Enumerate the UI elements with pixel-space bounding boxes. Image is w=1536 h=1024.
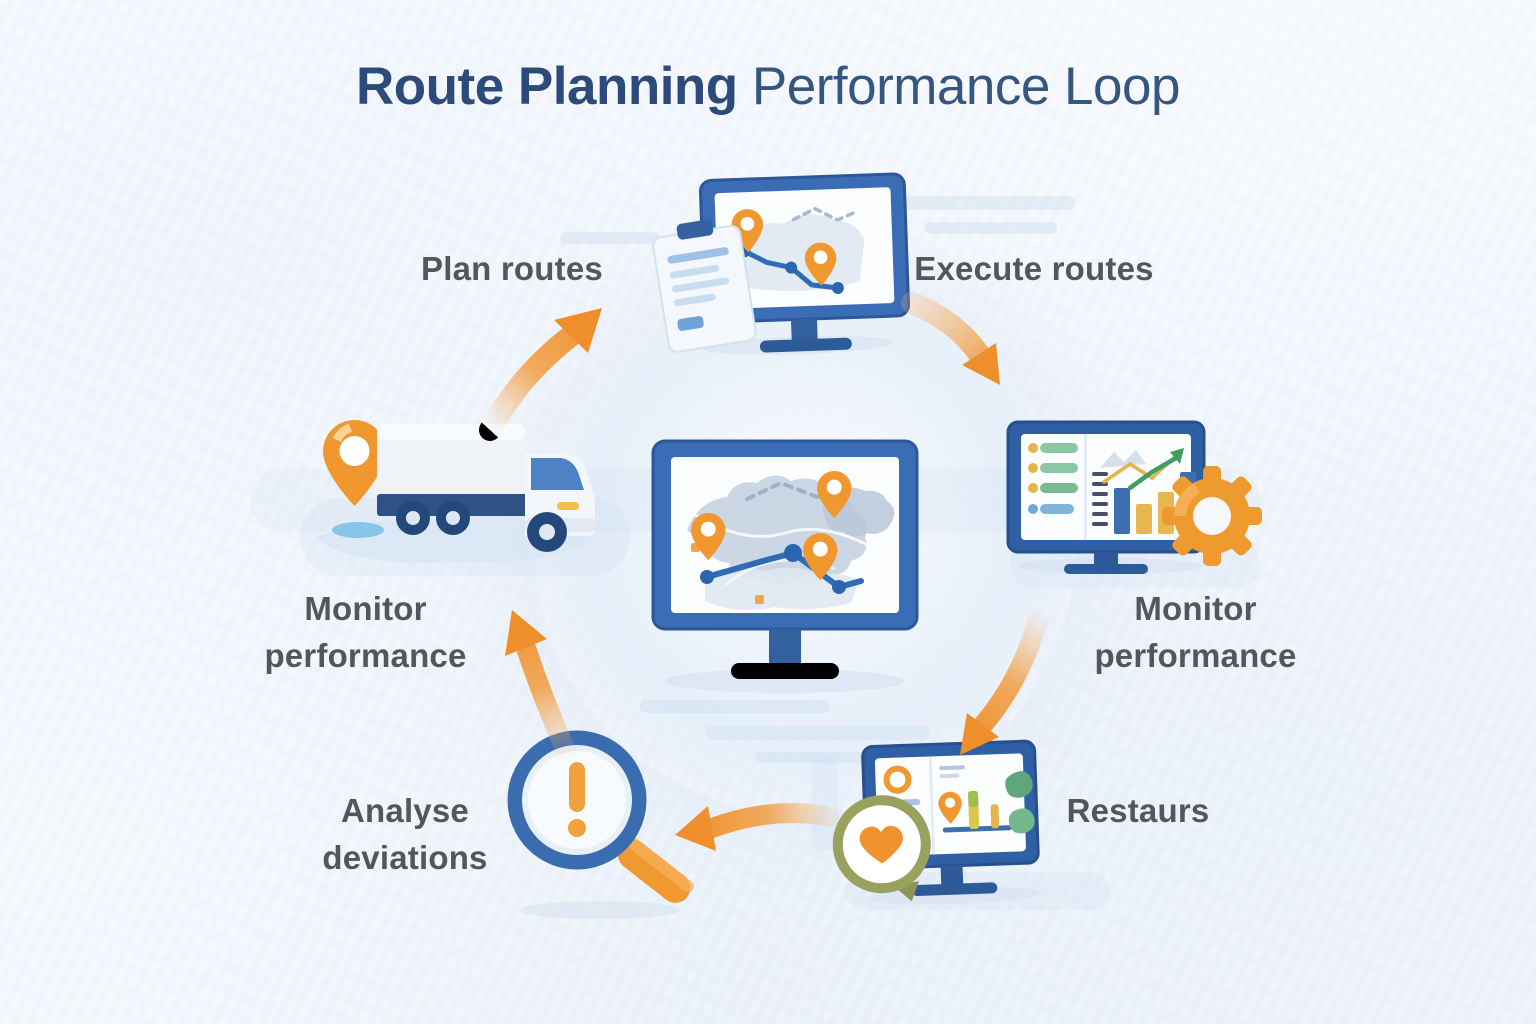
analytics-dashboard-gear-icon [1006, 420, 1262, 574]
location-pin-icon [323, 420, 386, 507]
dashboard-tick-list [1092, 472, 1108, 526]
decor-stripe [905, 196, 1075, 210]
decor-blob [812, 758, 838, 850]
label-execute-routes: Execute routes [914, 250, 1154, 287]
label-restaurs: Restaurs [1066, 792, 1210, 829]
map-pin-icon [804, 242, 837, 286]
arrow-to-monitor-right [901, 292, 1000, 385]
planning-monitor-route-icon [652, 172, 911, 356]
decor-stripe [925, 222, 1057, 234]
page-title: Route Planning Performance Loop [0, 56, 1536, 117]
map-pin-icon [691, 513, 726, 561]
decor-stripe [560, 232, 660, 244]
decor-stripe [640, 700, 830, 713]
title-rest: Performance Loop [751, 57, 1181, 116]
arrow-to-restaurs [960, 600, 1050, 755]
map-pin-icon [803, 533, 838, 581]
arrow-to-monitor-left [505, 610, 580, 770]
truck-body [377, 424, 595, 552]
label-plan-routes: Plan routes [421, 250, 603, 287]
magnifier-handle [617, 835, 695, 903]
arrow-to-plan-routes [479, 308, 602, 441]
title-emphasis: Route Planning [356, 57, 738, 116]
map-pin-icon [817, 471, 852, 519]
decor-stripe [755, 752, 915, 763]
delivery-truck-location-pin-icon [315, 420, 595, 563]
label-monitor-performance-right: Monitor performance [1094, 590, 1297, 674]
magnifier-alert-icon [507, 730, 695, 919]
route-map-monitor-icon [651, 439, 919, 693]
decor-stripe [705, 726, 930, 740]
dashboard-sidebar-list [1028, 443, 1078, 514]
map-pin-icon [938, 791, 962, 824]
heart-badge-icon [832, 795, 931, 902]
exclamation-icon [568, 762, 586, 837]
gear-icon [1162, 466, 1262, 566]
arrow-to-analyse-deviations [675, 803, 855, 851]
label-monitor-performance-left: Monitor performance [264, 590, 467, 674]
label-analyse-deviations: Analyse deviations [322, 792, 488, 876]
dashboard-heart-badge-icon [832, 739, 1044, 905]
route-notes-card-icon [652, 219, 757, 353]
